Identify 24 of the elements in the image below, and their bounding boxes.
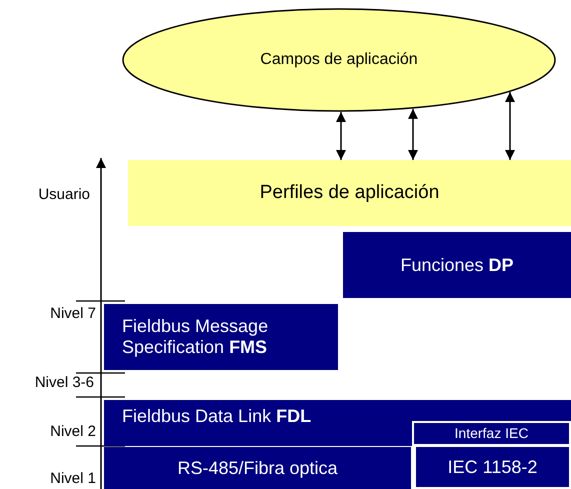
box-text: Fieldbus Data Link FDL — [122, 406, 312, 427]
layer-box — [414, 447, 571, 489]
box-text: Interfaz IEC — [454, 425, 528, 442]
box-text: IEC 1158-2 — [448, 456, 538, 478]
level-label: Nivel 7 — [50, 305, 96, 322]
layer-box — [412, 421, 571, 446]
level-label: Nivel 3-6 — [34, 374, 94, 391]
ellipse-node — [122, 8, 556, 112]
layer-box — [104, 304, 338, 370]
double-arrow — [336, 112, 346, 160]
profile-band — [128, 160, 571, 226]
double-arrow — [505, 92, 515, 160]
box-text: Perfiles de aplicación — [260, 182, 440, 204]
layer-box — [104, 447, 411, 489]
layer-box — [104, 400, 571, 446]
box-text: Fieldbus Message Specification FMS — [122, 316, 270, 358]
box-text: RS-485/Fibra optica — [177, 458, 338, 478]
box-text: Funciones DP — [400, 254, 514, 276]
level-label: Nivel 2 — [50, 423, 96, 440]
axis-label: Usuario — [38, 186, 90, 203]
level-label: Nivel 1 — [50, 470, 96, 487]
layer-box — [343, 232, 571, 298]
box-text: Campos de aplicación — [260, 50, 418, 70]
double-arrow — [408, 108, 418, 160]
